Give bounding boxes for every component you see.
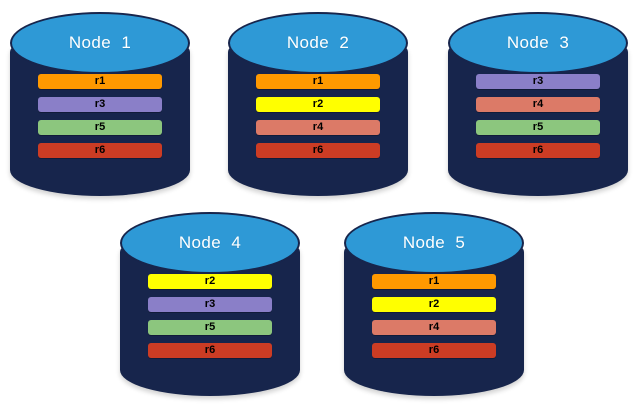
replica-bar[interactable]: r1 <box>256 74 380 89</box>
replica-stack: r3 r4 r5 r6 <box>476 74 600 158</box>
replica-bar[interactable]: r6 <box>38 143 162 158</box>
replica-bar[interactable]: r2 <box>372 297 496 312</box>
node-top-ellipse <box>10 12 190 74</box>
node-label: Node 5 <box>402 233 466 252</box>
replica-bar[interactable]: r5 <box>148 320 272 335</box>
node-top-ellipse <box>448 12 628 74</box>
node-cylinder-2[interactable]: Node 2 r1 r2 r4 r6 <box>228 12 408 196</box>
replica-bar[interactable]: r6 <box>256 143 380 158</box>
replica-bar[interactable]: r5 <box>476 120 600 135</box>
replica-bar[interactable]: r3 <box>476 74 600 89</box>
replica-bar[interactable]: r4 <box>372 320 496 335</box>
replica-stack: r1 r3 r5 r6 <box>38 74 162 158</box>
replica-bar[interactable]: r1 <box>38 74 162 89</box>
node-label: Node 3 <box>506 33 570 52</box>
node-top-ellipse <box>344 212 524 274</box>
node-cylinder-5[interactable]: Node 5 r1 r2 r4 r6 <box>344 212 524 396</box>
replica-bar[interactable]: r4 <box>256 120 380 135</box>
node-top-ellipse <box>228 12 408 74</box>
replica-bar[interactable]: r4 <box>476 97 600 112</box>
node-cylinder-3[interactable]: Node 3 r3 r4 r5 r6 <box>448 12 628 196</box>
replica-stack: r2 r3 r5 r6 <box>148 274 272 358</box>
replica-stack: r1 r2 r4 r6 <box>372 274 496 358</box>
node-label: Node 1 <box>68 33 132 52</box>
replica-bar[interactable]: r3 <box>38 97 162 112</box>
replica-stack: r1 r2 r4 r6 <box>256 74 380 158</box>
replica-bar[interactable]: r6 <box>148 343 272 358</box>
replica-bar[interactable]: r2 <box>256 97 380 112</box>
replica-bar[interactable]: r6 <box>372 343 496 358</box>
replica-bar[interactable]: r3 <box>148 297 272 312</box>
node-cylinder-4[interactable]: Node 4 r2 r3 r5 r6 <box>120 212 300 396</box>
replica-bar[interactable]: r5 <box>38 120 162 135</box>
node-label: Node 4 <box>178 233 242 252</box>
node-cylinder-1[interactable]: Node 1 r1 r3 r5 r6 <box>10 12 190 196</box>
replica-bar[interactable]: r1 <box>372 274 496 289</box>
node-top-ellipse <box>120 212 300 274</box>
node-label: Node 2 <box>286 33 350 52</box>
replica-bar[interactable]: r6 <box>476 143 600 158</box>
replica-bar[interactable]: r2 <box>148 274 272 289</box>
